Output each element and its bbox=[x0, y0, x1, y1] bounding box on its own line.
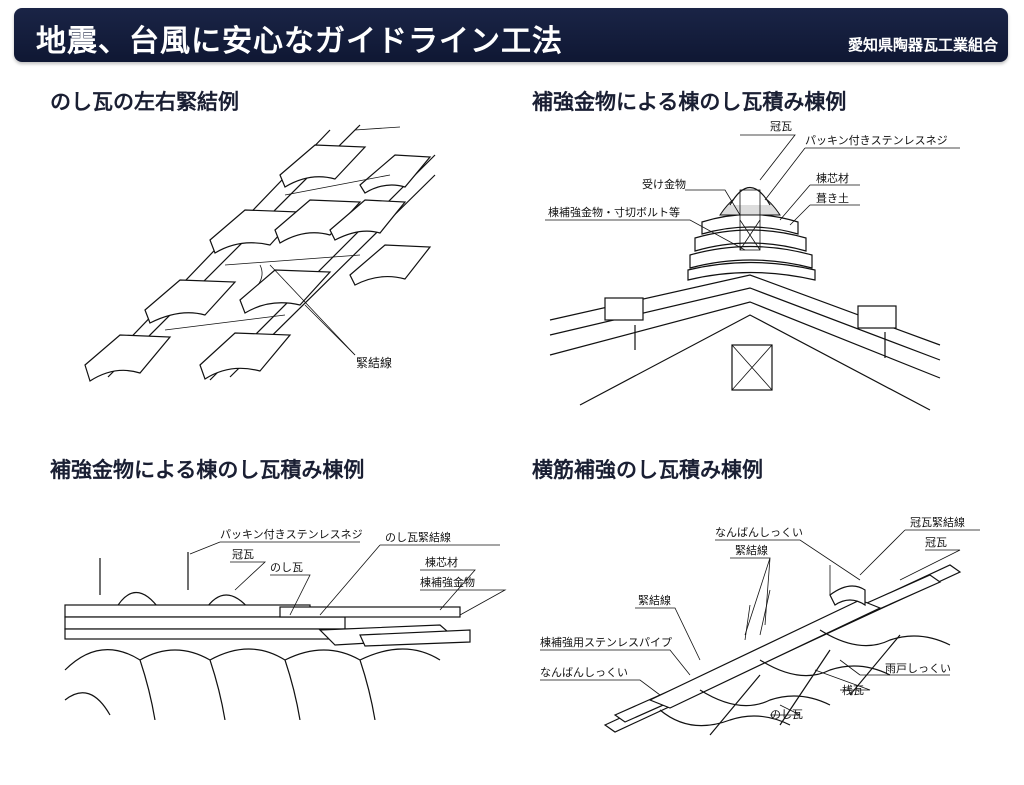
label-hokyoukanamono: 棟補強金物 bbox=[420, 575, 475, 589]
noshi-tile-tie-diagram: 緊結線 bbox=[84, 124, 436, 382]
label-kanmuri-2: 冠瓦 bbox=[232, 548, 254, 561]
title-banner: 地震、台風に安心なガイドライン工法 愛知県陶器瓦工業組合 bbox=[14, 8, 1008, 62]
label-kanmuri-kinketsu: 冠瓦緊結線 bbox=[910, 515, 965, 529]
ridge-side-view-diagram: パッキン付きステンレスネジ のし瓦緊結線 冠瓦 のし瓦 棟芯材 棟補強金物 bbox=[64, 528, 507, 720]
horizontal-reinforcement-drawing bbox=[540, 529, 980, 736]
organization-name: 愛知県陶器瓦工業組合 bbox=[847, 36, 998, 54]
page-title: 地震、台風に安心なガイドライン工法 bbox=[36, 24, 563, 59]
label-kinketsu: 緊結線 bbox=[356, 355, 392, 370]
label-kanmuri-3: 冠瓦 bbox=[925, 536, 947, 549]
panel-2-title: 補強金物による棟のし瓦積み棟例 bbox=[532, 90, 847, 114]
label-packing-screw: パッキン付きステンレスネジ bbox=[805, 134, 948, 147]
label-hokyou-kanamono: 棟補強金物・寸切ボルト等 bbox=[548, 205, 680, 219]
label-nanban-1: なんばんしっくい bbox=[715, 526, 803, 539]
label-uke-kanamono: 受け金物 bbox=[642, 177, 686, 191]
panel-1-title: のし瓦の左右緊結例 bbox=[50, 90, 239, 114]
tile-stack-drawing bbox=[84, 124, 436, 382]
ridge-side-drawing bbox=[64, 541, 507, 720]
label-munashin-2: 棟芯材 bbox=[425, 555, 458, 569]
label-noshi-kinketsu: のし瓦緊結線 bbox=[385, 530, 451, 544]
label-noshi: のし瓦 bbox=[270, 561, 303, 574]
ridge-reinforcement-diagram: 冠瓦 パッキン付きステンレスネジ 受け金物 棟芯材 棟補強金物・寸切ボルト等 葺… bbox=[545, 120, 960, 411]
panel-4-title: 横筋補強のし瓦積み棟例 bbox=[532, 458, 763, 482]
label-fukitsuchi: 葺き土 bbox=[816, 192, 849, 205]
label-stainless-pipe: 棟補強用ステンレスパイプ bbox=[540, 635, 672, 649]
panel-3-title: 補強金物による棟のし瓦積み棟例 bbox=[50, 458, 365, 482]
label-kanmuri: 冠瓦 bbox=[770, 120, 792, 133]
label-munashin: 棟芯材 bbox=[816, 171, 849, 185]
ridge-drawing bbox=[545, 134, 960, 411]
horizontal-reinforcement-diagram: なんばんしっくい 冠瓦緊結線 冠瓦 緊結線 緊結線 棟補強用ステンレスパイプ な… bbox=[540, 515, 980, 736]
label-packing-screw-2: パッキン付きステンレスネジ bbox=[220, 528, 363, 541]
label-amado-shikkui: 雨戸しっくい bbox=[885, 662, 951, 675]
label-nanban-2: なんばんしっくい bbox=[540, 666, 628, 679]
label-kinketsu-1: 緊結線 bbox=[735, 543, 768, 557]
label-kinketsu-2: 緊結線 bbox=[638, 593, 671, 607]
label-noshi-2: のし瓦 bbox=[770, 708, 803, 721]
label-sangawara: 桟瓦 bbox=[842, 683, 864, 697]
